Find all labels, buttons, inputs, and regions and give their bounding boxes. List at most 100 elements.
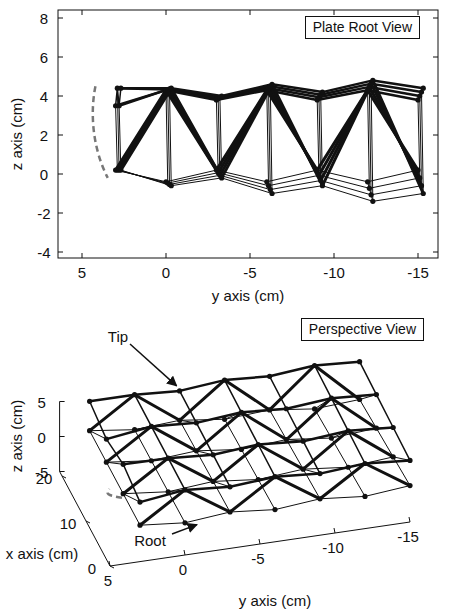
truss-member	[106, 461, 151, 462]
truss-member	[213, 480, 258, 482]
truss-joint	[269, 82, 274, 87]
truss-member	[225, 380, 270, 410]
tick-label: -4	[37, 245, 50, 260]
truss-joint	[315, 168, 320, 173]
truss-joint	[357, 359, 362, 364]
axis-title: y axis (cm)	[212, 288, 285, 303]
truss-member	[258, 469, 303, 479]
tick	[433, 135, 438, 136]
truss-member	[303, 467, 348, 469]
tick	[58, 174, 63, 175]
truss-joint	[177, 418, 182, 423]
truss-member	[90, 431, 107, 463]
tick	[259, 539, 260, 544]
truss-member	[220, 175, 270, 189]
tick-label: 6	[40, 50, 48, 65]
truss-member	[348, 457, 393, 467]
truss-member	[90, 430, 135, 431]
truss-member	[373, 80, 423, 88]
truss-member	[185, 487, 230, 490]
truss-member	[213, 481, 230, 486]
truss-member	[322, 80, 372, 92]
truss-joint	[137, 500, 142, 505]
truss-member	[270, 409, 315, 410]
truss-joint	[137, 523, 142, 528]
truss-joint	[419, 183, 424, 188]
truss-member	[321, 84, 371, 95]
truss-member	[151, 461, 168, 492]
truss-member	[135, 430, 152, 461]
truss-joint	[194, 420, 199, 425]
truss-member	[106, 426, 151, 462]
truss-joint	[362, 461, 367, 466]
truss-joint	[320, 90, 325, 95]
truss-joint	[239, 447, 244, 452]
tick	[109, 561, 110, 566]
truss-member	[170, 175, 220, 184]
tick	[60, 436, 65, 437]
callout-label: Tip	[108, 329, 128, 344]
truss-member	[373, 194, 423, 202]
truss-member	[123, 494, 140, 502]
tick-label: 0	[179, 562, 187, 577]
truss-joint	[222, 417, 227, 422]
truss-member	[371, 186, 421, 195]
truss-member	[135, 420, 180, 429]
truss-member	[270, 181, 320, 190]
tick	[86, 521, 90, 523]
truss-joint	[182, 487, 187, 492]
truss-joint	[118, 86, 123, 91]
truss-member	[230, 477, 275, 512]
tick	[433, 96, 438, 97]
truss-member	[225, 410, 270, 419]
truss-member	[269, 175, 319, 185]
truss-joint	[370, 199, 375, 204]
truss-joint	[149, 424, 154, 429]
deformed-edge	[107, 489, 122, 498]
tick	[250, 10, 251, 15]
truss-joint	[367, 186, 372, 191]
truss-joint	[329, 435, 334, 440]
truss-joint	[346, 428, 351, 433]
tick-label: 10	[60, 516, 77, 531]
truss-member	[230, 510, 275, 512]
truss-member	[121, 88, 171, 170]
truss-joint	[166, 456, 171, 461]
view-title-box: Perspective View	[301, 318, 424, 341]
tick-label: -2	[37, 206, 50, 221]
deformed-edge	[93, 86, 108, 178]
truss-joint	[104, 460, 109, 465]
truss-member	[151, 451, 196, 461]
truss-member	[241, 412, 286, 439]
tick-label: 4	[40, 89, 48, 104]
truss-member	[123, 494, 140, 526]
tick	[58, 252, 63, 253]
truss-member	[267, 170, 317, 182]
tick	[58, 135, 63, 136]
truss-member	[106, 462, 123, 494]
truss-joint	[365, 179, 370, 184]
truss-joint	[407, 483, 412, 488]
tick-label: -5	[243, 265, 256, 280]
truss-member	[360, 362, 377, 395]
truss-joint	[312, 406, 317, 411]
tick	[62, 476, 66, 478]
truss-member	[270, 410, 287, 440]
tick-label: 5	[78, 265, 86, 280]
callout-label: Root	[134, 533, 166, 548]
tick	[334, 528, 335, 533]
truss-member	[315, 409, 332, 438]
truss-joint	[166, 489, 171, 494]
tick	[58, 96, 63, 97]
truss-member	[117, 88, 119, 170]
truss-joint	[317, 471, 322, 476]
leader-arrow	[172, 525, 197, 534]
tick	[166, 253, 167, 258]
tick	[60, 471, 65, 472]
truss-joint	[362, 494, 367, 499]
truss-member	[140, 490, 185, 525]
truss-joint	[391, 425, 396, 430]
truss-member	[196, 412, 241, 451]
truss-member	[222, 178, 272, 194]
truss-joint	[374, 392, 379, 397]
